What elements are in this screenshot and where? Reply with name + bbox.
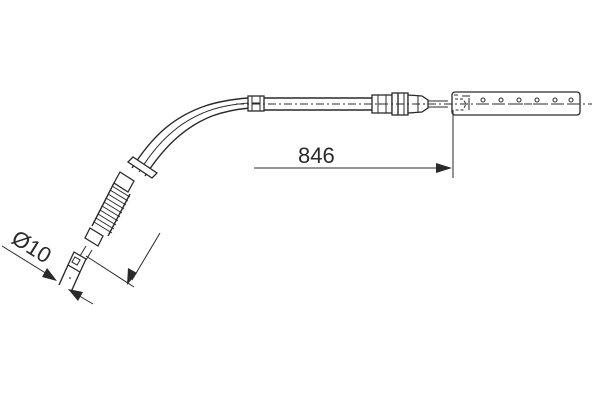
bellows-boot [91, 171, 135, 237]
curved-sheath [131, 97, 251, 177]
cable-end-eyelet [58, 251, 87, 293]
length-label: 846 [298, 143, 335, 168]
diameter-label: Ø10 [7, 225, 56, 268]
boot-ferrule [79, 227, 104, 261]
straight-sheath [264, 97, 372, 111]
boot-ring [126, 156, 159, 179]
length-dimension: 846 [254, 110, 454, 178]
end-offset-dimension [85, 232, 161, 288]
